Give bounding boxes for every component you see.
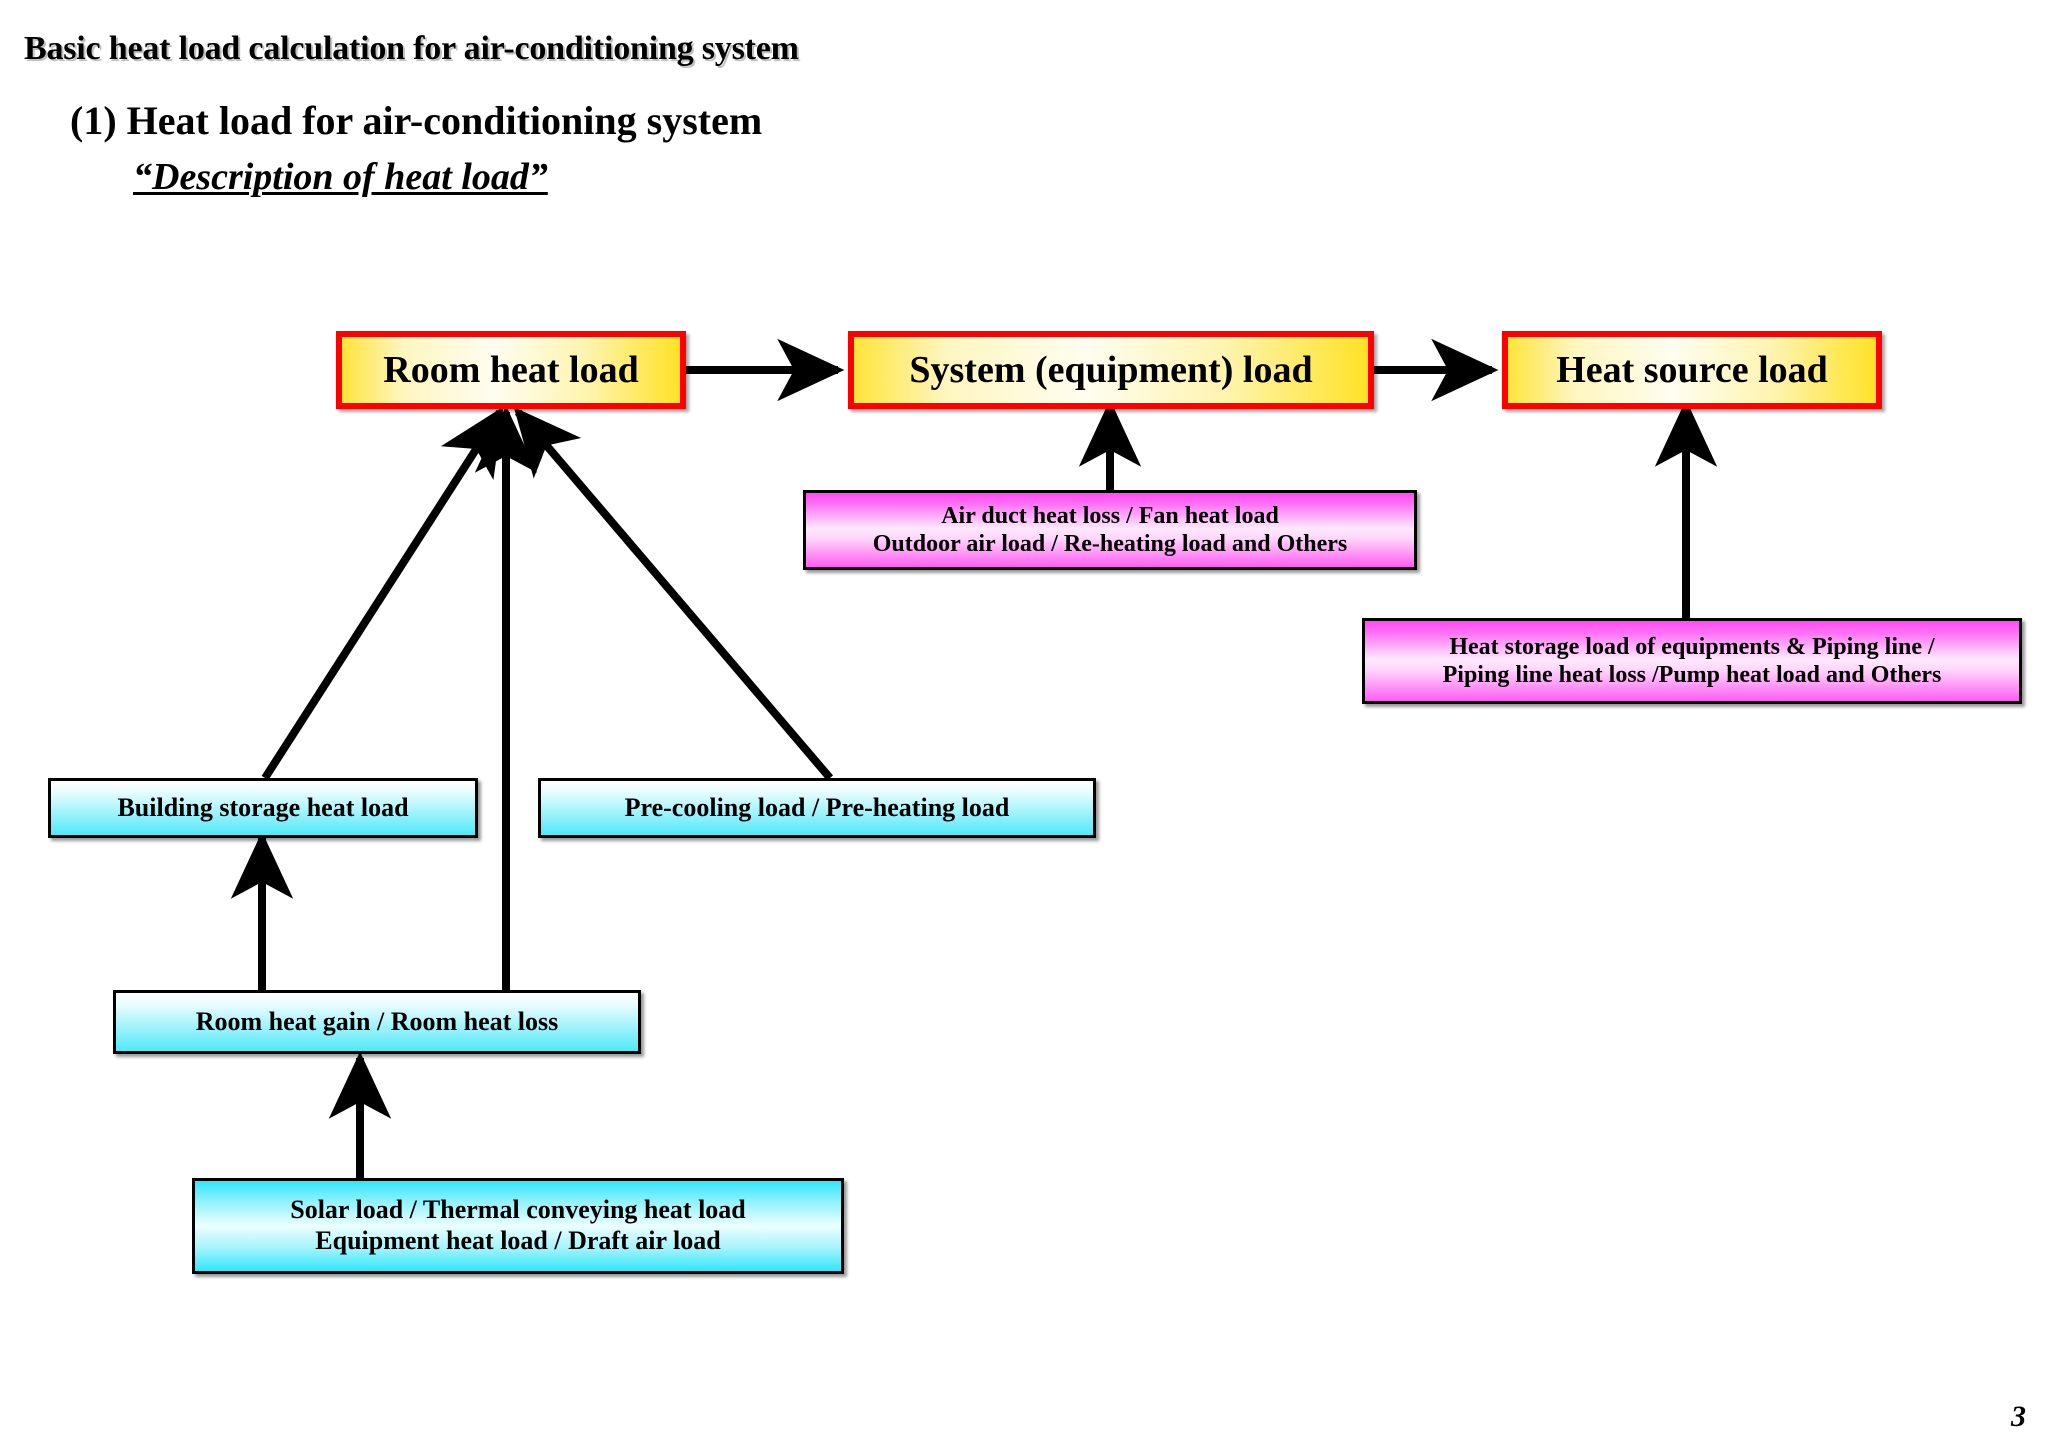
subtitle-quote: “Description of heat load”	[133, 156, 548, 198]
node-room-heat-gain-loss[interactable]: Room heat gain / Room heat loss	[113, 990, 641, 1054]
arrow-building-storage-to-room	[261, 406, 504, 781]
section-heading: (1) Heat load for air-conditioning syste…	[70, 98, 763, 143]
node-pre-cooling-pre-heating-load[interactable]: Pre-cooling load / Pre-heating load	[538, 778, 1096, 838]
node-building-storage-heat-load[interactable]: Building storage heat load	[48, 778, 478, 838]
node-label-line-1: Air duct heat loss / Fan heat load	[941, 502, 1279, 529]
node-label: Heat source load	[1556, 348, 1828, 391]
node-label-line-1: Heat storage load of equipments & Piping…	[1449, 633, 1935, 660]
node-label-line-2: Piping line heat loss /Pump heat load an…	[1442, 662, 1942, 688]
node-label: Room heat gain / Room heat loss	[195, 1006, 559, 1036]
node-label-line-2: Outdoor air load / Re-heating load and O…	[872, 531, 1348, 557]
node-source-components[interactable]: Heat storage load of equipments & Piping…	[1362, 618, 2022, 704]
node-label: Room heat load	[383, 348, 639, 391]
node-label: System (equipment) load	[909, 348, 1313, 391]
node-label-line-2: Equipment heat load / Draft air load	[315, 1226, 721, 1255]
node-heat-source-load[interactable]: Heat source load	[1502, 331, 1882, 409]
page-title: Basic heat load calculation for air-cond…	[24, 30, 799, 67]
page-number: 3	[2011, 1400, 2026, 1433]
node-label-line-1: Solar load / Thermal conveying heat load	[290, 1195, 746, 1225]
node-solar-equipment-loads[interactable]: Solar load / Thermal conveying heat load…	[192, 1178, 844, 1274]
node-system-equipment-load[interactable]: System (equipment) load	[848, 331, 1374, 409]
node-label: Building storage heat load	[117, 792, 409, 822]
arrow-precooling-to-room	[513, 407, 834, 781]
node-system-components[interactable]: Air duct heat loss / Fan heat load Outdo…	[803, 490, 1417, 570]
node-label: Pre-cooling load / Pre-heating load	[624, 792, 1010, 822]
node-room-heat-load[interactable]: Room heat load	[336, 331, 686, 409]
